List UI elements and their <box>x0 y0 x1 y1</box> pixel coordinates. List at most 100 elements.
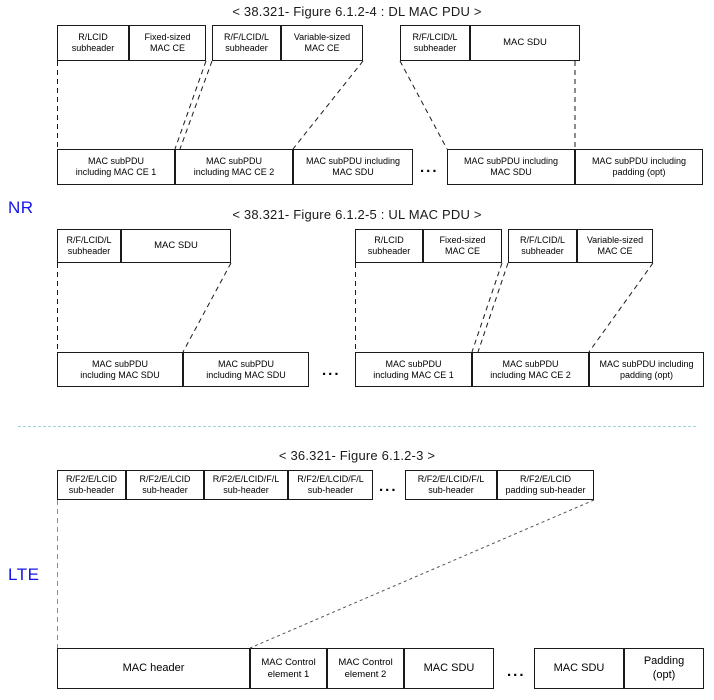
box-line-1: MAC subPDU <box>502 358 559 369</box>
figure-title-lte: < 36.321- Figure 6.1.2-3 > <box>278 448 436 463</box>
box-line-1: R/F/LCID/L <box>66 235 112 246</box>
box-line-1: MAC SDU <box>423 661 475 674</box>
lte-bottom-box-mac-header: MAC header <box>57 648 250 689</box>
box-line-2: padding sub-header <box>505 485 586 495</box>
connector-nr-dl-3 <box>179 60 213 150</box>
lte-bottom-box-mac-sdu-1: MAC SDU <box>404 648 494 689</box>
connector-nr-ul-5 <box>477 262 509 353</box>
box-line-1: R/F2/E/LCID <box>65 474 117 485</box>
box-line-2: subheader <box>225 43 268 53</box>
lte-bottom-box-mac-sdu-2: MAC SDU <box>534 648 624 689</box>
box-line-2: including MAC SDU <box>206 369 286 380</box>
box-line-1: MAC subPDU <box>87 156 144 167</box>
box-line-2: sub-header <box>307 485 354 495</box>
box-line-1: MAC SDU <box>503 37 547 49</box>
connector-lte-2 <box>249 499 595 649</box>
connector-nr-ul-4 <box>471 262 503 353</box>
box-line-1: R/F2/E/LCID/F/L <box>212 474 280 485</box>
box-line-1: MAC subPDU including <box>591 156 687 167</box>
box-line-2: MAC CE <box>597 246 633 256</box>
box-line-2: subheader <box>521 246 564 256</box>
box-line-2: subheader <box>71 43 115 53</box>
box-line-2: sub-header <box>68 485 115 495</box>
box-line-2: including MAC CE 1 <box>75 167 157 177</box>
box-line-2: (opt) <box>652 668 676 681</box>
box-line-1: R/LCID <box>78 32 108 43</box>
lte-top-ellipsis: ... <box>379 478 398 495</box>
box-line-2: MAC SDU <box>490 167 532 177</box>
box-line-2: MAC CE <box>444 246 480 256</box>
box-line-1: MAC subPDU including <box>463 156 559 167</box>
connector-nr-ul-2 <box>182 262 232 353</box>
nr-dl-top-box-mac-sdu: MAC SDU <box>470 25 580 61</box>
box-line-2: subheader <box>67 246 111 256</box>
lte-bottom-box-padding: Padding(opt) <box>624 648 704 689</box>
box-line-2: element 1 <box>267 668 310 680</box>
connector-nr-dl-4 <box>292 60 364 150</box>
box-line-2: MAC SDU <box>332 167 374 177</box>
box-line-1: Variable-sized <box>293 32 351 43</box>
box-line-2: subheader <box>413 43 457 53</box>
figure-title-nr-dl: < 38.321- Figure 6.1.2-4 : DL MAC PDU > <box>232 4 482 19</box>
box-line-2: sub-header <box>223 485 269 495</box>
nr-ul-ellipsis: ... <box>322 362 341 379</box>
connector-nr-dl-2 <box>174 60 207 150</box>
box-line-1: R/F2/E/LCID <box>139 474 191 485</box>
box-line-2: element 2 <box>344 668 387 680</box>
box-line-1: R/F2/E/LCID/F/L <box>297 474 364 485</box>
figure-title-nr-ul: < 38.321- Figure 6.1.2-5 : UL MAC PDU > <box>232 207 482 222</box>
section-divider <box>18 426 696 427</box>
box-line-2: padding (opt) <box>612 167 666 177</box>
box-line-1: R/F2/E/LCID <box>519 474 571 485</box>
box-line-2: subheader <box>367 246 411 256</box>
tech-label-lte: LTE <box>8 565 40 584</box>
lte-bottom-ellipsis: ... <box>507 663 526 680</box>
nr-dl-ellipsis: ... <box>420 159 439 176</box>
box-line-2: including MAC CE 2 <box>193 167 275 177</box>
connector-nr-ul-6 <box>588 262 654 353</box>
box-line-1: MAC Control <box>338 656 393 668</box>
box-line-1: R/F/LCID/L <box>519 235 565 246</box>
box-line-1: Variable-sized <box>586 235 644 246</box>
box-line-1: MAC header <box>122 661 185 674</box>
box-line-2: padding (opt) <box>619 369 674 380</box>
box-line-1: R/F/LCID/L <box>223 32 269 43</box>
nr-ul-top-box-mac-sdu: MAC SDU <box>121 229 231 263</box>
box-line-2: including MAC SDU <box>80 369 160 380</box>
tech-label-nr: NR <box>8 198 34 217</box>
box-line-2: including MAC CE 1 <box>373 369 454 380</box>
box-line-1: Fixed-sized <box>144 32 191 43</box>
box-line-1: R/F2/E/LCID/F/L <box>417 474 485 485</box>
box-line-1: MAC subPDU <box>91 358 148 369</box>
box-line-1: MAC subPDU including <box>305 156 401 167</box>
box-line-2: sub-header <box>142 485 188 495</box>
box-line-1: R/LCID <box>374 235 404 246</box>
